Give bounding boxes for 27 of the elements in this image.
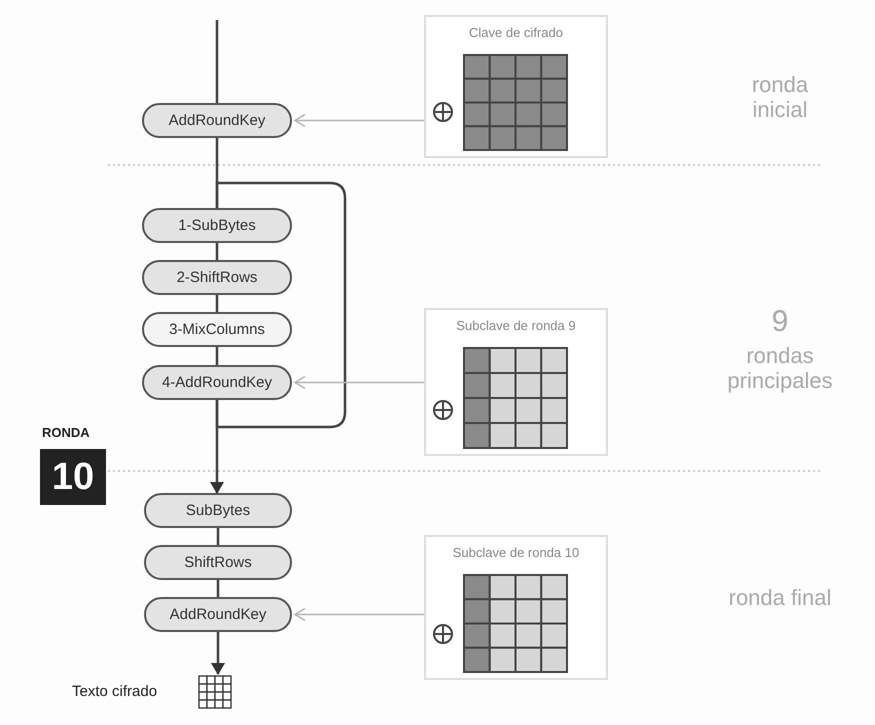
process-pill: 1-SubBytes — [142, 208, 292, 243]
output-label: Texto cifrado — [72, 683, 158, 700]
panel-title: Subclave de ronda 9 — [455, 318, 577, 333]
key-panel — [424, 15, 608, 158]
arrow — [210, 400, 224, 494]
section-label: ronda inicial — [750, 72, 810, 123]
process-pill: SubBytes — [144, 493, 292, 528]
panel-title: Clave de cifrado — [468, 25, 564, 40]
arrow — [294, 114, 424, 128]
section-label: ronda final — [728, 585, 832, 610]
process-pill: 2-ShiftRows — [142, 260, 292, 295]
process-pill: ShiftRows — [144, 545, 292, 580]
arrow — [211, 632, 225, 675]
arrow — [294, 376, 424, 390]
process-pill: 4-AddRoundKey — [142, 365, 292, 400]
process-pill: 3-MixColumns — [142, 312, 292, 347]
panel-title: Subclave de ronda 10 — [452, 545, 580, 560]
section-label: rondas principales — [726, 343, 834, 394]
key-panel — [424, 535, 608, 680]
key-panel — [424, 308, 608, 456]
process-pill: AddRoundKey — [142, 103, 292, 138]
round-heading: RONDA — [42, 425, 90, 440]
arrow — [294, 608, 424, 622]
round-number-badge: 10 — [40, 449, 106, 505]
loop-connector — [216, 182, 346, 428]
section-label: 9 — [770, 305, 790, 340]
process-pill: AddRoundKey — [144, 597, 292, 632]
